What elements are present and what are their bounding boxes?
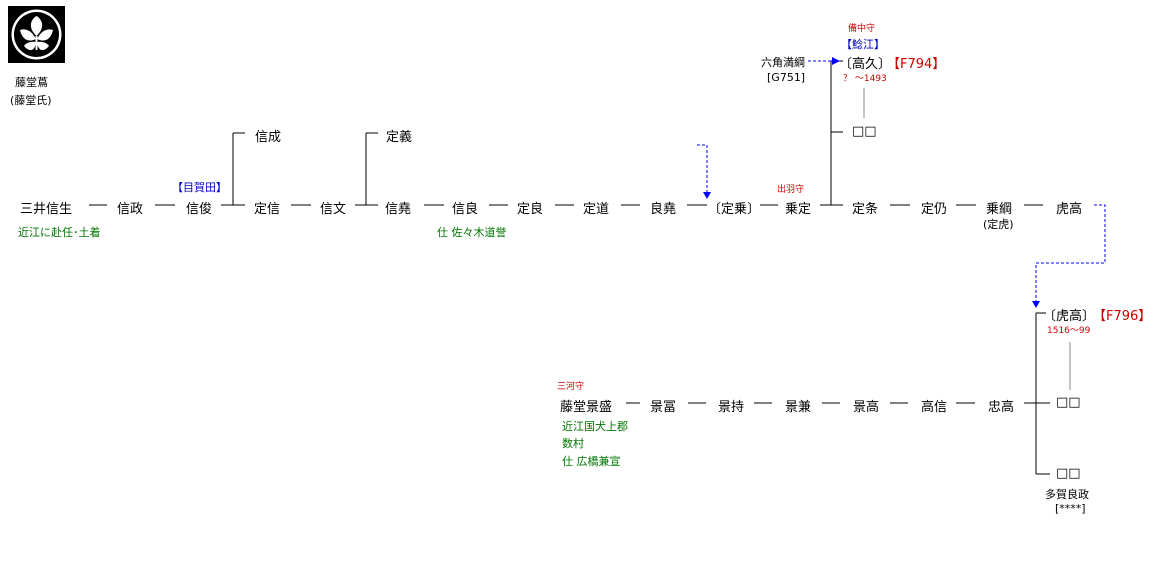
person-sadayoshi-1: 定義 [386, 130, 413, 145]
crest-caption: 藤堂蔦 [15, 76, 48, 89]
note-bitchu: 備中守 [848, 24, 876, 34]
note-g751: [G751] [767, 71, 806, 84]
person-nobutoshi: 信俊 [186, 202, 213, 217]
person-sadanori-bracketed: 〔定乗〕 [708, 202, 761, 217]
ref-f794: 【F794】 [887, 57, 946, 72]
person-nobufumi: 信文 [320, 202, 347, 217]
note-takahisa-years: ？ ～1493 [843, 74, 887, 84]
note-inukami-2: 数村 [562, 437, 584, 450]
person-todo-kagemori: 藤堂景盛 [560, 400, 613, 415]
note-mikawa: 三河守 [557, 382, 585, 392]
person-kagekane: 景兼 [785, 400, 812, 415]
person-norisada: 乗定 [785, 202, 812, 217]
person-yoshiaki: 良堯 [650, 202, 677, 217]
ref-f796: 【F796】 [1093, 309, 1150, 324]
person-kagetaka: 景高 [853, 400, 880, 415]
note-sasaki: 仕 佐々木道誉 [437, 226, 507, 239]
person-blank-3: □□ [1056, 466, 1081, 481]
person-kagetomi: 景冨 [650, 400, 677, 415]
note-inukami-1: 近江国犬上郡 [562, 420, 628, 433]
person-blank-1: □□ [852, 124, 877, 139]
person-mitsui-nobuo: 三井信生 [20, 202, 73, 217]
note-stars: [****] [1055, 502, 1086, 515]
person-sadanobu: 定信 [254, 202, 281, 217]
person-takahisa-bracketed: 〔高久〕 [839, 57, 892, 72]
person-sadaeda: 定条 [852, 202, 879, 217]
person-sadanao: 定仍 [921, 202, 948, 217]
person-nobumasa: 信政 [117, 202, 144, 217]
note-mekata: 【目賀田】 [172, 181, 227, 194]
person-noritsuna: 乗綱 [986, 202, 1013, 217]
person-sadamichi: 定道 [583, 202, 610, 217]
person-blank-2: □□ [1056, 395, 1081, 410]
crest-clan-name: (藤堂氏) [10, 94, 52, 107]
wisteria-crest-icon [8, 6, 65, 63]
person-takanobu: 高信 [921, 400, 948, 415]
person-toratakao-bracketed: 〔虎高〕 [1043, 309, 1096, 324]
note-nukae: 【鯰江】 [841, 38, 885, 51]
person-tadataka: 忠高 [988, 400, 1015, 415]
person-kagemochi: 景持 [718, 400, 745, 415]
person-rokkaku: 六角満綱 [761, 56, 805, 69]
person-nobuaki: 信堯 [385, 202, 412, 217]
person-taga: 多賀良政 [1045, 488, 1089, 501]
note-omi: 近江に赴任･土着 [18, 226, 101, 239]
person-sadayoshi-2: 定良 [517, 202, 544, 217]
person-nobuyoshi: 信良 [452, 202, 479, 217]
person-toratakao: 虎高 [1056, 202, 1083, 217]
note-hirohashi: 仕 広橋兼宣 [562, 455, 621, 468]
note-torataka-years: 1516～99 [1047, 326, 1091, 336]
person-noritsuna-alt: (定虎) [983, 218, 1014, 231]
person-nobunari: 信成 [255, 130, 282, 145]
note-dewa: 出羽守 [777, 185, 805, 195]
